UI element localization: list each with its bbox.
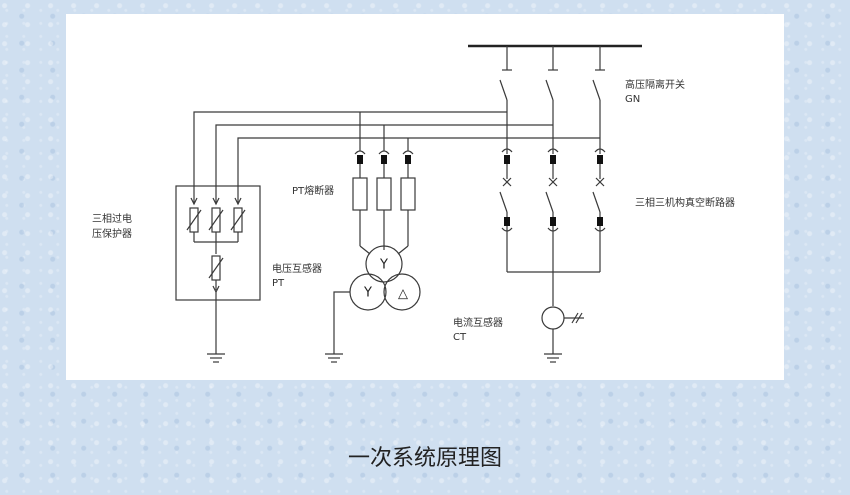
label-breaker: 三相三机构真空断路器 xyxy=(635,196,735,209)
label-isolator-code: GN xyxy=(625,94,640,105)
primary-system-diagram: Y Y △ 高压隔离开关 GN 三相三机构真空断路器 三相过电 压保护器 PT熔… xyxy=(92,44,735,363)
label-pt-code: PT xyxy=(272,278,285,289)
surge-arrester-a xyxy=(186,189,202,242)
surge-protector-box xyxy=(175,185,261,301)
diagram-caption: 一次系统原理图 xyxy=(347,446,502,471)
potential-transformer: Y Y △ xyxy=(325,245,421,363)
pt-wye-symbol-secondary: Y xyxy=(363,286,372,301)
label-surge-2: 压保护器 xyxy=(92,227,132,240)
pt-primary-winding xyxy=(365,245,403,283)
pt-delta-symbol: △ xyxy=(398,287,408,302)
breaker-phase-a xyxy=(499,112,513,272)
label-ct-code: CT xyxy=(453,332,467,343)
isolator-phase-c xyxy=(592,46,605,138)
isolator-phase-b xyxy=(545,46,558,125)
pt-ground xyxy=(325,353,343,363)
pt-fuse-b xyxy=(376,150,392,250)
surge-arrester-b xyxy=(208,189,224,254)
surge-ground xyxy=(207,353,225,363)
diagram-panel: Y Y △ 高压隔离开关 GN 三相三机构真空断路器 三相过电 压保护器 PT熔… xyxy=(66,14,784,380)
current-transformer xyxy=(541,272,584,363)
surge-arrester-c xyxy=(230,189,246,242)
breaker-phase-b xyxy=(545,125,559,272)
surge-protector xyxy=(175,185,261,363)
label-ct: 电流互感器 xyxy=(453,316,503,329)
label-isolator: 高压隔离开关 xyxy=(625,78,685,91)
vacuum-breakers xyxy=(499,112,606,273)
label-pt-fuse: PT熔断器 xyxy=(292,184,334,197)
label-surge-1: 三相过电 xyxy=(92,212,132,225)
feeder-lines xyxy=(193,111,600,189)
surge-arrester-neutral xyxy=(208,255,224,294)
pt-wye-symbol-primary: Y xyxy=(379,258,388,273)
pt-fuses xyxy=(352,150,416,250)
pt-tertiary-winding xyxy=(383,273,421,311)
isolator-phase-a xyxy=(499,46,512,112)
pt-fuse-c xyxy=(400,150,416,246)
isolator-switches xyxy=(499,46,605,138)
breaker-phase-c xyxy=(592,138,606,272)
label-pt: 电压互感器 xyxy=(272,262,322,275)
pt-fuse-a xyxy=(352,150,368,246)
